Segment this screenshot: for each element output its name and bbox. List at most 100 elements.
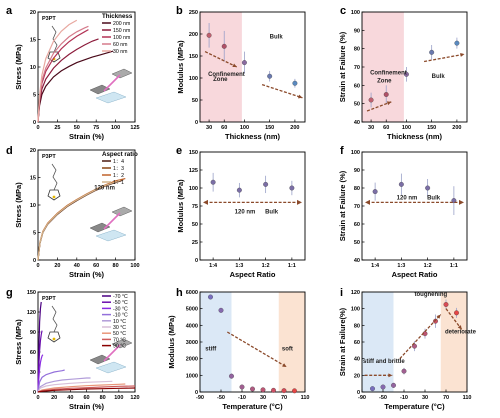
legend-entry: 1：1 xyxy=(113,180,124,186)
data-point xyxy=(412,343,417,349)
series-line xyxy=(37,377,91,393)
y-tick-label: 100 xyxy=(351,10,360,16)
y-tick-label: 100 xyxy=(189,186,198,192)
y-tick-label: 80 xyxy=(354,186,360,192)
data-point xyxy=(372,189,378,195)
film-specimen xyxy=(103,344,121,362)
data-point xyxy=(425,185,431,191)
legend-entry: -50 °C xyxy=(113,300,128,306)
series-line xyxy=(37,25,89,123)
axes-frame xyxy=(199,11,306,123)
x-tick-label: 100 xyxy=(111,125,120,131)
x-tick-label: 80 xyxy=(113,263,119,269)
x-tick-label: 60 xyxy=(383,125,389,131)
annotation: stiff xyxy=(205,346,217,352)
legend-entry: 70 °C xyxy=(113,337,126,343)
legend-entry: 1：4 xyxy=(113,159,124,165)
data-point xyxy=(401,368,407,374)
annotation: stiff and brittle xyxy=(363,359,405,365)
x-tick-label: 1:1 xyxy=(288,263,296,269)
x-tick-label: 30 xyxy=(422,395,428,401)
series-line xyxy=(37,330,43,393)
x-tick-label: 30 xyxy=(368,125,374,131)
y-tick-label: 150 xyxy=(189,150,198,156)
x-tick-label: -50 xyxy=(379,395,387,401)
thiophene-ring xyxy=(47,331,61,343)
x-tick-label: 200 xyxy=(290,125,299,131)
x-tick-label: 60 xyxy=(93,263,99,269)
legend-entry: 60 nm xyxy=(113,42,127,48)
y-tick-label: 80 xyxy=(354,323,360,329)
x-tick-label: 200 xyxy=(452,125,461,131)
panel-letter: e xyxy=(176,145,182,157)
grip-right xyxy=(111,206,133,217)
trend-arrow-head xyxy=(203,199,208,205)
legend-entry: -70 °C xyxy=(113,294,128,300)
trend-arrow-head xyxy=(386,101,392,106)
data-point xyxy=(380,384,386,390)
series-line xyxy=(37,50,114,123)
trend-arrow-head xyxy=(298,94,303,99)
y-tick-label: 0 xyxy=(357,390,360,396)
trend-arrow-head xyxy=(282,363,287,367)
y-tick-label: 60 xyxy=(30,350,36,356)
data-point xyxy=(292,80,298,86)
trend-arrow-head xyxy=(388,373,393,378)
y-axis-label: Strain at Failure (%) xyxy=(338,170,347,241)
legend-entry: 150 nm xyxy=(113,28,130,34)
molecule-icon xyxy=(47,305,61,343)
data-point xyxy=(260,387,266,393)
y-tick-label: 100 xyxy=(351,307,360,313)
y-tick-label: 20 xyxy=(30,10,36,16)
x-axis-label: Strain (%) xyxy=(69,132,105,141)
x-tick-label: 25 xyxy=(54,125,60,131)
annotation: Bulk xyxy=(270,34,284,40)
trend-arrow xyxy=(226,331,287,368)
grip-left xyxy=(89,222,111,233)
series-line xyxy=(37,19,78,123)
legend-entry: 30 °C xyxy=(113,325,126,331)
y-tick-label: 90 xyxy=(30,330,36,336)
legend-entry: 1：3 xyxy=(113,166,124,172)
x-axis-label: Temperature (°C) xyxy=(222,402,283,411)
x-tick-label: 1:4 xyxy=(371,263,380,269)
legend-title: Aspect ratio xyxy=(102,151,138,158)
trend-arrow xyxy=(399,314,442,360)
x-tick-label: 40 xyxy=(74,263,80,269)
sample-label: P3PT xyxy=(42,296,56,302)
data-point xyxy=(241,60,247,66)
legend-entry: -10 °C xyxy=(113,313,128,319)
data-point xyxy=(403,71,409,77)
x-tick-label: 0 xyxy=(36,395,39,401)
x-tick-label: 100 xyxy=(114,395,123,401)
data-point xyxy=(454,310,459,316)
x-tick-label: 20 xyxy=(51,395,57,401)
sample-label: P3PT xyxy=(42,154,56,160)
y-tick-label: 150 xyxy=(27,290,36,296)
data-point xyxy=(267,73,273,79)
x-tick-label: 60 xyxy=(83,395,89,401)
x-axis-label: Strain (%) xyxy=(69,402,105,411)
y-tick-label: 100 xyxy=(351,150,360,156)
x-tick-label: 0 xyxy=(36,125,39,131)
y-axis-label: Stress (MPa) xyxy=(14,44,23,90)
y-tick-label: 50 xyxy=(192,98,198,104)
x-tick-label: -50 xyxy=(217,395,225,401)
molecule-icon xyxy=(47,25,61,63)
x-axis-label: Thickness (nm) xyxy=(387,132,443,141)
y-axis-label: Stress (MPa) xyxy=(14,182,23,228)
y-tick-label: 60 xyxy=(354,222,360,228)
y-tick-label: 0 xyxy=(33,390,36,396)
data-point xyxy=(289,185,295,191)
x-tick-label: 150 xyxy=(265,125,274,131)
sulfur-atom xyxy=(52,195,56,199)
legend-entry: 30 nm xyxy=(113,49,127,55)
x-tick-label: 110 xyxy=(301,395,310,401)
y-tick-label: 100 xyxy=(189,76,198,82)
series-line xyxy=(37,387,136,393)
x-axis-label: Aspect Ratio xyxy=(230,270,276,279)
